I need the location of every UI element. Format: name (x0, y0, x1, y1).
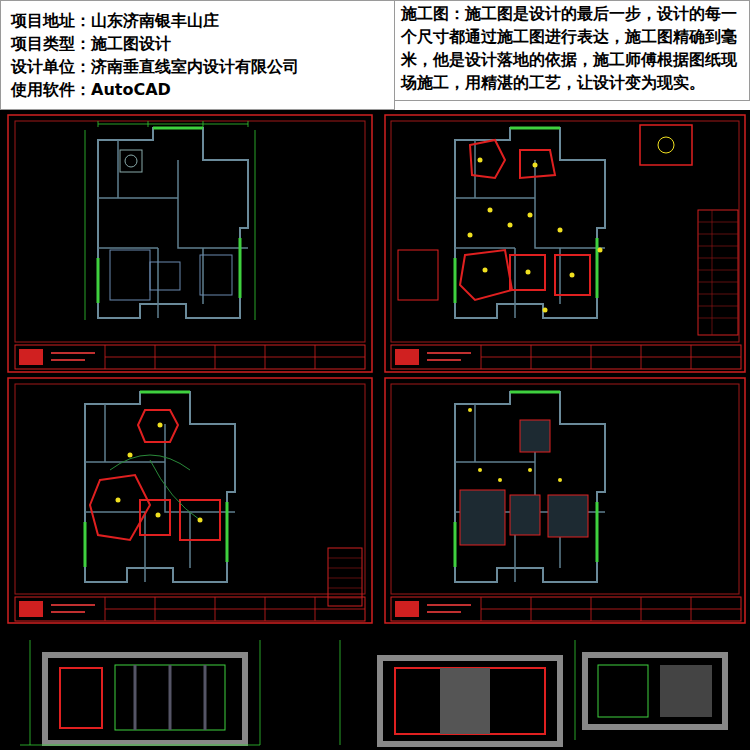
header-box: 项目地址：山东济南银丰山庄项目类型：施工图设计设计单位：济南垂直线室内设计有限公… (0, 0, 395, 110)
floor-panel (385, 378, 745, 623)
lighting-panel (8, 378, 372, 623)
header-text: 施工图：施工图是设计的最后一步，设计的每一个尺寸都通过施工图进行表达，施工图精确… (401, 3, 743, 95)
plan-panel (8, 115, 372, 372)
elevation-strip (20, 640, 725, 745)
header-text: 使用软件：AutoCAD (11, 78, 384, 101)
header-text: 设计单位：济南垂直线室内设计有限公司 (11, 55, 384, 78)
header-text: 项目类型：施工图设计 (11, 32, 384, 55)
ceiling-panel (385, 115, 745, 372)
header-box: 施工图：施工图是设计的最后一步，设计的每一个尺寸都通过施工图进行表达，施工图精确… (394, 0, 750, 101)
header-text: 项目地址：山东济南银丰山庄 (11, 9, 384, 32)
